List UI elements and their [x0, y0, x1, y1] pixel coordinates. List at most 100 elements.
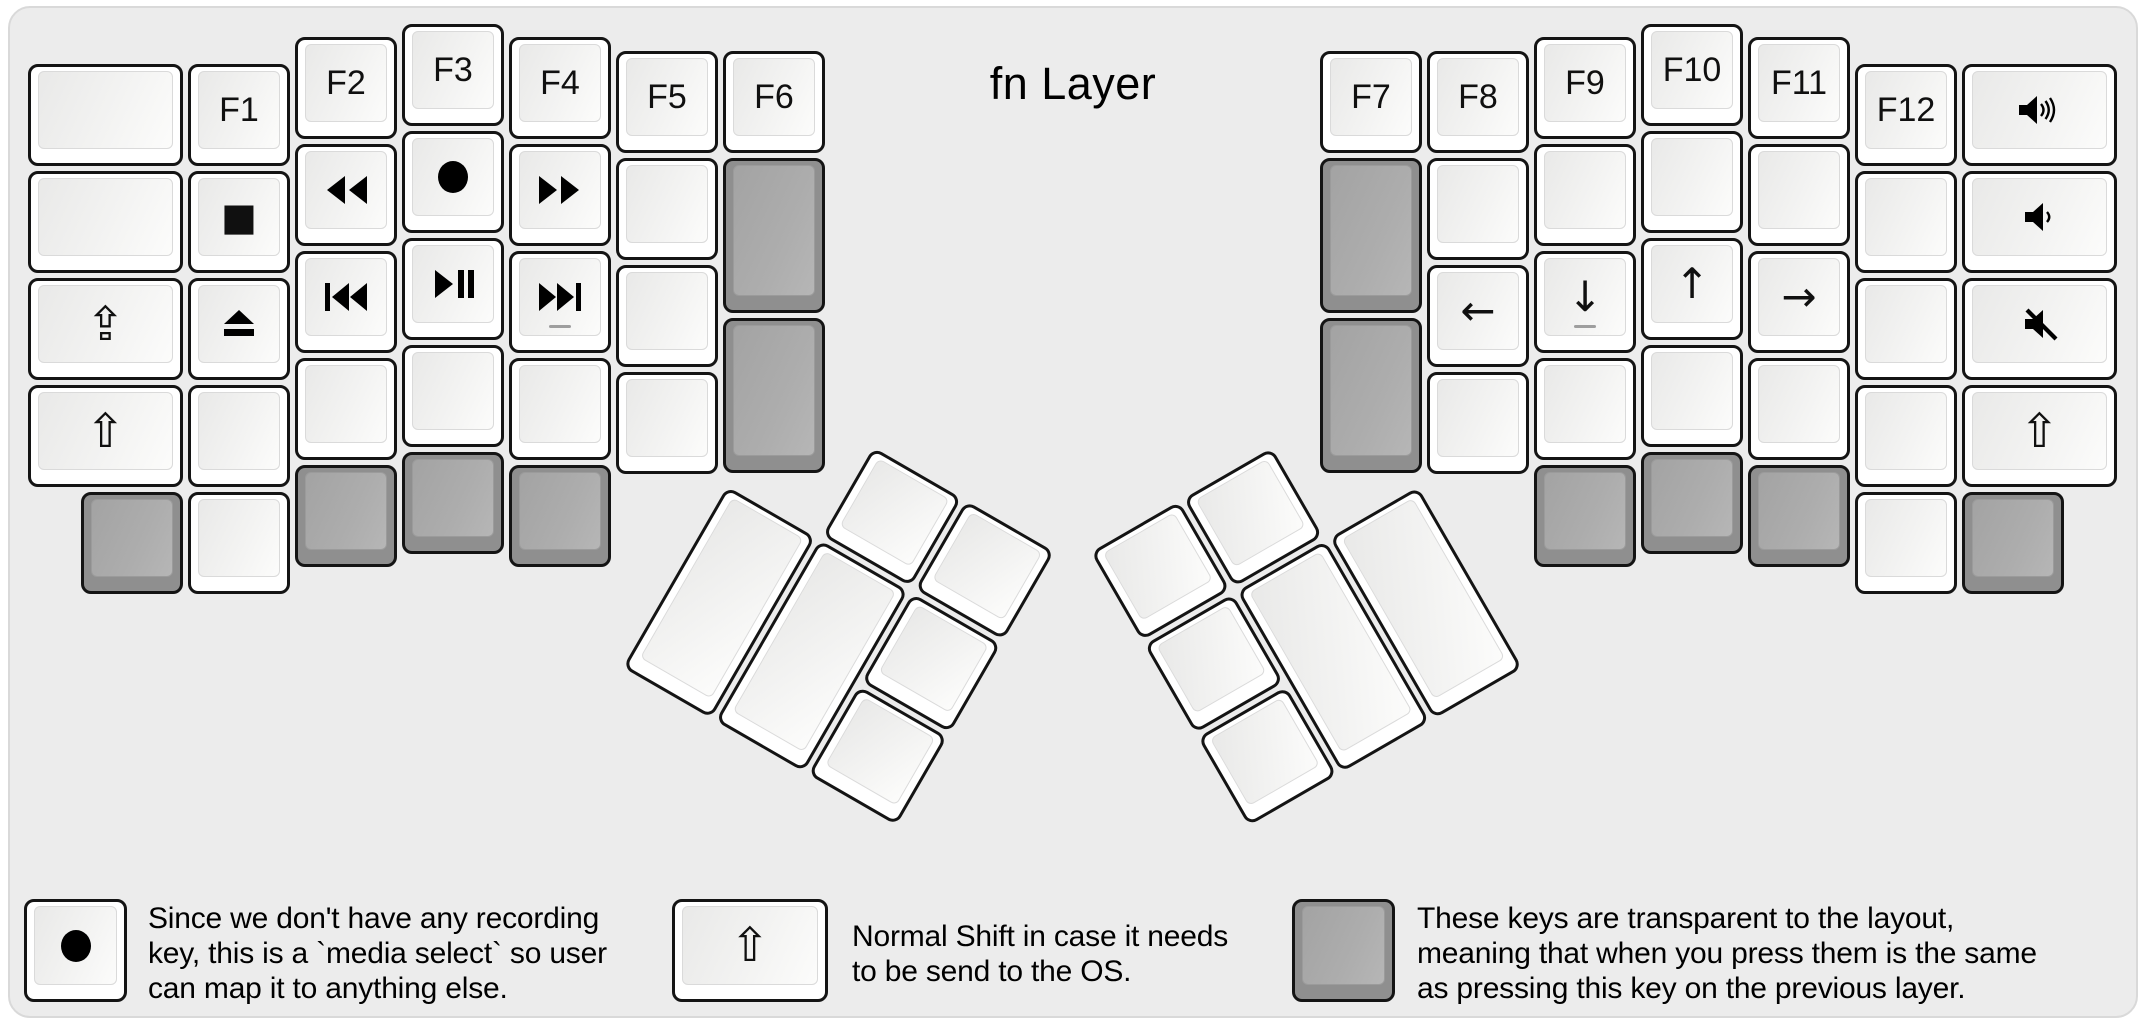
key-play-pause[interactable]: [402, 238, 504, 340]
key-blank[interactable]: [1427, 158, 1529, 260]
keycap-surface: [519, 472, 601, 550]
keycap-surface: [305, 472, 387, 550]
key-f3[interactable]: F3: [402, 24, 504, 126]
key-transparent[interactable]: [509, 465, 611, 567]
key-f4[interactable]: F4: [509, 37, 611, 139]
key-f12[interactable]: F12: [1855, 64, 1957, 166]
key-blank[interactable]: [1748, 358, 1850, 460]
keycap-surface: F4: [519, 44, 601, 122]
key-arrow-up[interactable]: ↑: [1641, 238, 1743, 340]
key-arrow-left-glyph: ←: [1460, 286, 1496, 335]
key-transparent[interactable]: [1320, 318, 1422, 473]
key-blank[interactable]: [1855, 278, 1957, 380]
key-f6[interactable]: F6: [723, 51, 825, 153]
key-caps-lock-glyph: ⇪: [85, 296, 126, 352]
keycap-surface: [519, 365, 601, 443]
key-blank[interactable]: [1641, 131, 1743, 233]
key-transparent[interactable]: [1320, 158, 1422, 313]
key-blank[interactable]: [1534, 144, 1636, 246]
key-f2[interactable]: F2: [295, 37, 397, 139]
key-blank[interactable]: [28, 171, 183, 273]
key-f8[interactable]: F8: [1427, 51, 1529, 153]
key-blank[interactable]: [1427, 372, 1529, 474]
key-transparent[interactable]: [723, 158, 825, 313]
keycap-surface: [1758, 151, 1840, 229]
key-transparent[interactable]: [402, 452, 504, 554]
key-record[interactable]: [402, 131, 504, 233]
key-transparent[interactable]: [81, 492, 183, 594]
key-prev-track[interactable]: [295, 251, 397, 353]
key-f5[interactable]: F5: [616, 51, 718, 153]
keycap-surface: [626, 379, 708, 457]
key-blank[interactable]: [1641, 345, 1743, 447]
key-label: F3: [433, 50, 473, 89]
key-transparent[interactable]: [1962, 492, 2064, 594]
key-transparent[interactable]: [1534, 465, 1636, 567]
key-eject[interactable]: [188, 278, 290, 380]
key-blank[interactable]: [295, 358, 397, 460]
key-f9[interactable]: F9: [1534, 37, 1636, 139]
keycap-surface: →: [1758, 258, 1840, 336]
key-blank[interactable]: [402, 345, 504, 447]
key-stop[interactable]: ■: [188, 171, 290, 273]
key-f1[interactable]: F1: [188, 64, 290, 166]
key-label: F8: [1458, 77, 1498, 116]
keycap-surface: [305, 365, 387, 443]
key-transparent[interactable]: [723, 318, 825, 473]
key-caps-lock[interactable]: ⇪: [28, 278, 183, 380]
keycap-surface: [1330, 325, 1412, 456]
key-fast-forward[interactable]: [509, 144, 611, 246]
key-blank[interactable]: [616, 158, 718, 260]
keycap-surface: [1972, 499, 2054, 577]
key-volume-mute[interactable]: [1962, 278, 2117, 380]
legend-shift-text: Normal Shift in case it needs to be send…: [852, 920, 1229, 988]
key-blank[interactable]: [188, 385, 290, 487]
key-label: F1: [219, 90, 259, 129]
key-blank[interactable]: [1534, 358, 1636, 460]
key-blank[interactable]: [616, 265, 718, 367]
legend-record-key: [24, 899, 127, 1002]
key-arrow-left[interactable]: ←: [1427, 265, 1529, 367]
eject-icon: [220, 309, 258, 339]
key-rewind[interactable]: [295, 144, 397, 246]
keycap-surface: F5: [626, 58, 708, 136]
keycap-surface: [626, 272, 708, 350]
key-shift[interactable]: ⇧: [1962, 385, 2117, 487]
key-volume-down[interactable]: [1962, 171, 2117, 273]
key-blank[interactable]: [616, 372, 718, 474]
key-blank[interactable]: [188, 492, 290, 594]
keycap-surface: [1544, 365, 1626, 443]
legend-shift-key-glyph: ⇧: [730, 918, 770, 973]
keycap-surface: ⇧: [1972, 392, 2107, 470]
keycap-surface: [38, 71, 173, 149]
keycap-surface: ⇪: [38, 285, 173, 363]
key-f7[interactable]: F7: [1320, 51, 1422, 153]
key-volume-up[interactable]: [1962, 64, 2117, 166]
volume-down-icon: [2022, 200, 2058, 234]
keycap-surface: F10: [1651, 31, 1733, 109]
keycap-surface: [1758, 472, 1840, 550]
key-transparent[interactable]: [295, 465, 397, 567]
key-blank[interactable]: [1855, 171, 1957, 273]
keycap-surface: [1544, 472, 1626, 550]
key-f11[interactable]: F11: [1748, 37, 1850, 139]
keycap-surface: ⇧: [38, 392, 173, 470]
key-blank[interactable]: [28, 64, 183, 166]
record-icon: [57, 927, 95, 965]
keycap-surface: [1651, 459, 1733, 537]
key-blank[interactable]: [1855, 385, 1957, 487]
key-f10[interactable]: F10: [1641, 24, 1743, 126]
key-label: F4: [540, 63, 580, 102]
key-next-track[interactable]: [509, 251, 611, 353]
key-transparent[interactable]: [1641, 452, 1743, 554]
key-shift[interactable]: ⇧: [28, 385, 183, 487]
key-label: F9: [1565, 63, 1605, 102]
key-blank[interactable]: [1855, 492, 1957, 594]
key-arrow-right[interactable]: →: [1748, 251, 1850, 353]
key-transparent[interactable]: [1748, 465, 1850, 567]
key-blank[interactable]: [1748, 144, 1850, 246]
keycap-surface: [1865, 499, 1947, 577]
keycap-surface: [412, 459, 494, 537]
key-arrow-down[interactable]: ↓: [1534, 251, 1636, 353]
key-blank[interactable]: [509, 358, 611, 460]
